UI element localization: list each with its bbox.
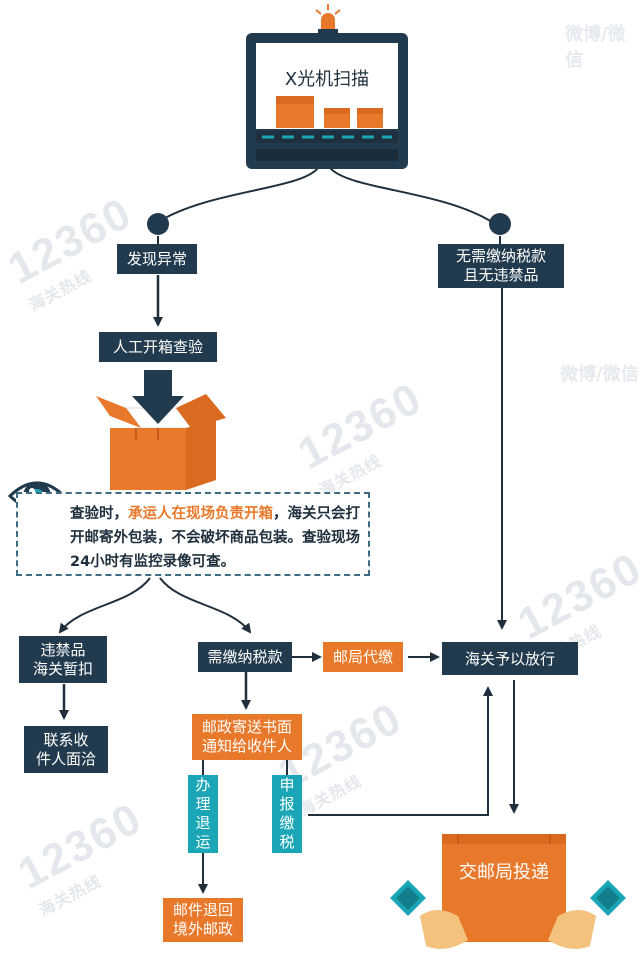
return-char: 退 — [195, 814, 210, 833]
node-anomaly-label: 发现异常 — [127, 249, 187, 269]
branch-dot-right — [489, 213, 511, 235]
node-no-tax-line2: 且无违禁品 — [463, 266, 538, 285]
node-returned-abroad: 邮件退回 境外邮政 — [163, 898, 243, 942]
node-postal-notice-line1: 邮政寄送书面 — [202, 718, 292, 737]
note-text-part1: 查验时， — [70, 506, 128, 522]
node-customs-release-label: 海关予以放行 — [465, 649, 555, 669]
branch-dot-left — [147, 213, 169, 235]
declare-char: 税 — [279, 833, 294, 852]
node-return-shipment: 办 理 退 运 — [188, 775, 218, 853]
note-highlight: 承运人在现场负责开箱 — [128, 506, 273, 522]
alarm-icon — [313, 2, 343, 34]
declare-char: 申 — [279, 776, 294, 795]
node-contact-line2: 件人面洽 — [36, 750, 96, 769]
xray-machine: X光机扫描 — [246, 33, 408, 169]
inspection-note: 查验时，承运人在现场负责开箱，海关只会打开邮寄外包装，不会破坏商品包装。查验现场… — [16, 492, 370, 576]
node-deliver-label: 交邮局投递 — [442, 858, 566, 884]
node-contraband-held: 违禁品 海关暂扣 — [19, 636, 107, 683]
open-box-icon — [86, 368, 234, 494]
node-post-pay: 邮局代缴 — [323, 642, 403, 672]
node-returned-line1: 邮件退回 — [173, 901, 233, 920]
return-char: 办 — [195, 776, 210, 795]
node-postal-notice-line2: 通知给收件人 — [202, 737, 292, 756]
xray-label: X光机扫描 — [246, 65, 408, 91]
delivery-box-graphic — [386, 820, 636, 955]
declare-char: 缴 — [279, 814, 294, 833]
node-need-tax: 需缴纳税款 — [198, 642, 292, 672]
node-no-tax-line1: 无需缴纳税款 — [456, 247, 546, 266]
node-manual-inspect-label: 人工开箱查验 — [113, 337, 203, 357]
node-customs-release: 海关予以放行 — [442, 642, 578, 675]
node-contact-recipient: 联系收 件人面洽 — [24, 726, 108, 773]
node-no-tax: 无需缴纳税款 且无违禁品 — [438, 244, 564, 288]
return-char: 理 — [195, 795, 210, 814]
node-manual-inspect: 人工开箱查验 — [99, 332, 217, 362]
declare-char: 报 — [279, 795, 294, 814]
node-postal-notice: 邮政寄送书面 通知给收件人 — [192, 714, 302, 760]
xray-machine-graphic — [246, 33, 408, 169]
node-need-tax-label: 需缴纳税款 — [207, 647, 282, 667]
node-contact-line1: 联系收 — [43, 731, 88, 750]
node-contraband-line2: 海关暂扣 — [33, 660, 93, 679]
node-declare-tax: 申 报 缴 税 — [272, 775, 302, 853]
node-contraband-line1: 违禁品 — [40, 641, 85, 660]
node-returned-line2: 境外邮政 — [173, 920, 233, 939]
node-anomaly: 发现异常 — [117, 244, 197, 274]
node-post-pay-label: 邮局代缴 — [333, 647, 393, 667]
return-char: 运 — [195, 833, 210, 852]
